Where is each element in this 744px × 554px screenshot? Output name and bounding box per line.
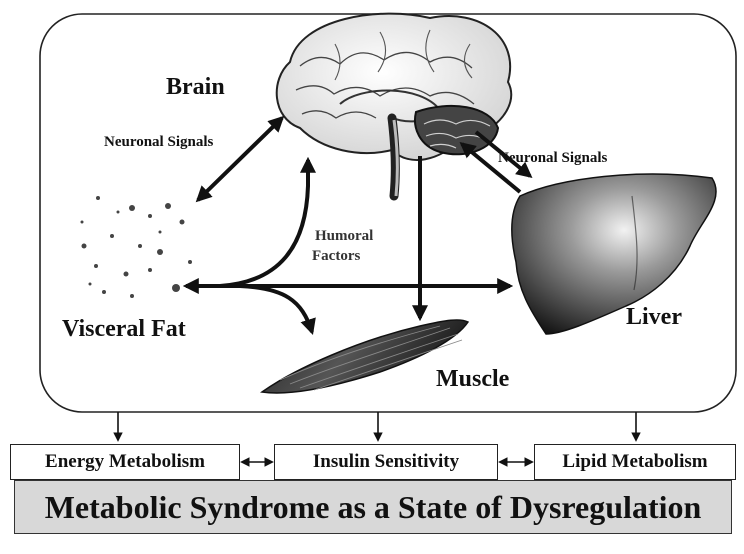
muscle-label: Muscle [436,366,509,393]
factors-label: Factors [312,248,360,265]
visceral-fat-illustration [81,196,193,298]
neuronal-signals-left-label: Neuronal Signals [104,134,213,151]
lipid-metabolism-box: Lipid Metabolism [534,444,736,480]
insulin-sensitivity-box: Insulin Sensitivity [274,444,498,480]
neuronal-signals-right-label: Neuronal Signals [498,150,607,167]
liver-illustration [512,174,716,334]
humoral-label: Humoral [315,228,373,245]
brain-label: Brain [166,74,225,101]
visceral-fat-label: Visceral Fat [62,316,186,343]
brain-illustration [277,14,512,196]
liver-label: Liver [626,304,682,331]
energy-metabolism-box: Energy Metabolism [10,444,240,480]
metabolic-syndrome-banner: Metabolic Syndrome as a State of Dysregu… [14,480,732,534]
